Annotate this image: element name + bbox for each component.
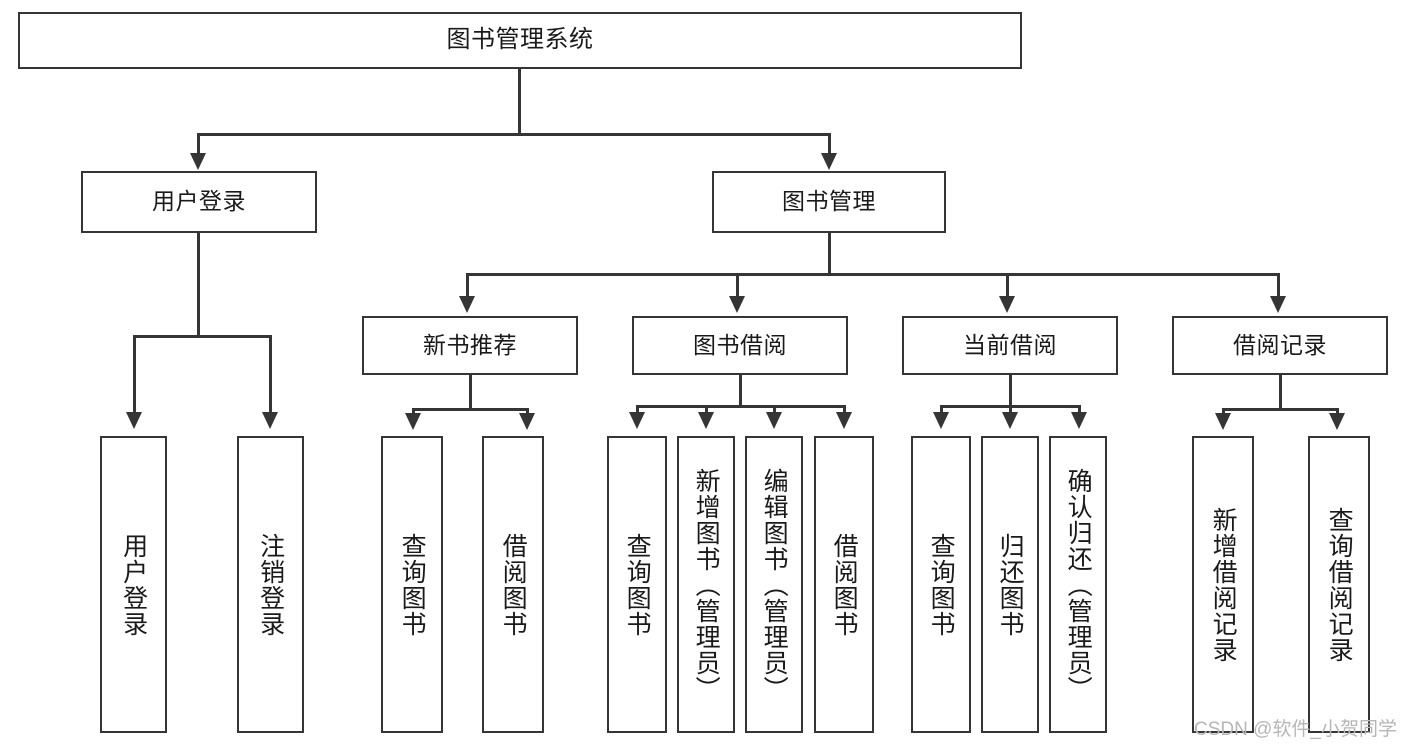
node-label: 借阅图书 [499,532,528,637]
node-label: 新增图书（管理员） [692,467,721,702]
arrow-to-leaf-user-login [126,412,142,429]
edge-bb-leg-2 [705,405,708,417]
edge-cb-leg-2 [1009,405,1012,417]
node-leaf-add-book[interactable]: 新增图书（管理员） [677,436,735,733]
node-label: 新书推荐 [423,331,517,358]
edge-br-stem [1279,375,1282,410]
edge-bb-bus [636,405,846,408]
arrow-to-leaf-add-book [698,412,714,429]
edge-cb-leg-1 [940,405,943,417]
node-label: 查询图书 [398,532,427,637]
node-root-book-management-system[interactable]: 图书管理系统 [18,12,1022,69]
node-leaf-query-book-2[interactable]: 查询图书 [607,436,667,733]
edge-bm-leg-2 [736,273,739,301]
edge-bb-leg-1 [636,405,639,417]
node-current-borrow[interactable]: 当前借阅 [902,316,1118,375]
arrow-to-leaf-add-record [1215,413,1231,430]
node-label: 查询图书 [623,532,652,637]
edge-user-login-stem [197,233,200,337]
node-label: 借阅图书 [830,532,859,637]
node-borrow-record[interactable]: 借阅记录 [1172,316,1388,375]
arrow-to-borrow-record [1270,296,1286,313]
edge-book-management-bus [466,273,1280,276]
arrow-to-leaf-query-book-3 [933,412,949,429]
node-label: 图书管理 [782,188,876,215]
node-leaf-user-login[interactable]: 用户登录 [100,436,167,733]
edge-nbr-stem [469,375,472,410]
edge-root-leg-left [197,133,200,159]
edge-user-login-bus [133,335,272,338]
edge-root-bus [197,133,831,136]
node-leaf-query-record[interactable]: 查询借阅记录 [1308,436,1370,733]
arrow-to-leaf-query-book-2 [629,412,645,429]
edge-book-management-stem [828,233,831,275]
node-label: 确认归还（管理员） [1064,467,1093,702]
node-label: 图书借阅 [693,331,787,358]
node-label: 注销登录 [256,532,285,637]
node-label: 归还图书 [996,532,1025,637]
arrow-to-leaf-logout-login [262,412,278,429]
arrow-to-leaf-borrow-book-2 [836,412,852,429]
arrow-to-book-borrow [729,296,745,313]
edge-br-bus [1222,408,1339,411]
node-label: 借阅记录 [1233,331,1327,358]
node-new-book-recommend[interactable]: 新书推荐 [362,316,578,375]
node-user-login[interactable]: 用户登录 [81,171,317,233]
node-label: 编辑图书（管理员） [760,467,789,702]
edge-cb-stem [1009,375,1012,407]
arrow-to-leaf-confirm-return [1071,412,1087,429]
arrow-to-leaf-borrow-book-1 [519,413,535,430]
node-leaf-query-book-1[interactable]: 查询图书 [381,436,443,733]
edge-root-stem [518,69,521,135]
arrow-to-leaf-return-book [1002,412,1018,429]
arrow-to-leaf-query-record [1329,413,1345,430]
node-label: 查询借阅记录 [1325,506,1354,663]
arrow-to-current-borrow [999,296,1015,313]
node-leaf-return-book[interactable]: 归还图书 [981,436,1039,733]
edge-bb-leg-4 [843,405,846,417]
edge-cb-leg-3 [1078,405,1081,417]
node-book-management[interactable]: 图书管理 [712,171,946,233]
arrow-to-new-book-recommend [459,296,475,313]
node-book-borrow[interactable]: 图书借阅 [632,316,848,375]
arrow-to-user-login [190,153,206,170]
node-leaf-add-record[interactable]: 新增借阅记录 [1192,436,1254,733]
node-label: 用户登录 [119,532,148,637]
edge-bm-leg-4 [1277,273,1280,301]
edge-root-leg-right [828,133,831,159]
edge-user-login-leg-1 [133,335,136,417]
edge-bm-leg-1 [466,273,469,301]
node-leaf-confirm-return[interactable]: 确认归还（管理员） [1049,436,1107,733]
edge-nbr-bus [412,408,529,411]
arrow-to-leaf-edit-book [766,412,782,429]
node-leaf-borrow-book-2[interactable]: 借阅图书 [814,436,874,733]
node-label: 查询图书 [927,532,956,637]
edge-bb-stem [739,375,742,407]
node-label: 图书管理系统 [446,26,594,54]
arrow-to-book-management [821,153,837,170]
node-leaf-edit-book[interactable]: 编辑图书（管理员） [745,436,803,733]
edge-bm-leg-3 [1006,273,1009,301]
node-leaf-query-book-3[interactable]: 查询图书 [911,436,971,733]
node-leaf-logout-login[interactable]: 注销登录 [237,436,304,733]
node-label: 新增借阅记录 [1209,506,1238,663]
edge-bb-leg-3 [773,405,776,417]
node-label: 当前借阅 [963,331,1057,358]
node-label: 用户登录 [152,188,246,215]
edge-user-login-leg-2 [269,335,272,417]
arrow-to-leaf-query-book-1 [405,413,421,430]
node-leaf-borrow-book-1[interactable]: 借阅图书 [482,436,544,733]
